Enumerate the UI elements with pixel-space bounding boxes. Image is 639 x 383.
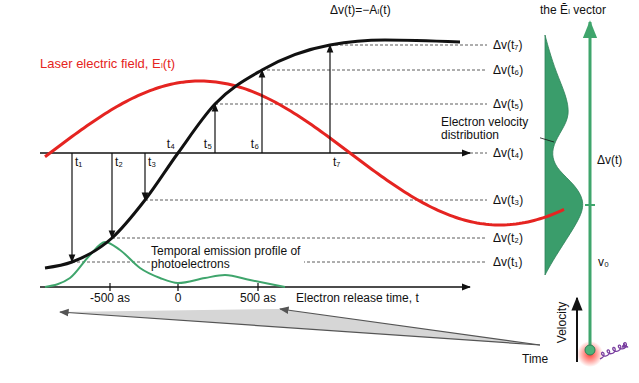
- emission-glow: [577, 341, 603, 367]
- field-curves: [45, 40, 564, 268]
- vector-potential-curve: [45, 40, 460, 268]
- delta-v-arrow: [214, 104, 215, 153]
- level-line: [112, 238, 487, 239]
- vector-part-label: v₀: [598, 256, 609, 269]
- velocity-axis-arrow: [576, 298, 578, 362]
- profile-label: Temporal emission profile of photoelectr…: [150, 245, 304, 271]
- tick-label: 500 as: [240, 292, 276, 305]
- vector-label: the Ēₗ vector: [540, 4, 606, 17]
- delta-v-arrow: [71, 153, 72, 262]
- distribution-label: Electron velocity distribution: [440, 116, 540, 142]
- distribution-shape: [545, 35, 583, 275]
- time-point: t₂: [115, 156, 123, 169]
- field-label: Laser electric field, Eₗ(t): [40, 56, 175, 71]
- time-point: t₆: [251, 138, 259, 151]
- velocity-level: Δv(t₇): [492, 39, 523, 52]
- release-time-axis: [40, 286, 470, 287]
- vector-part-label: Δv(t): [597, 154, 622, 167]
- level-line: [330, 45, 487, 46]
- electron-ball: [585, 345, 595, 355]
- time-point: t₅: [204, 138, 212, 151]
- time-axis: [40, 152, 470, 153]
- delta-v-arrow: [261, 70, 262, 153]
- velocity-vector-arrow: [589, 22, 592, 346]
- delta-v-arrow: [329, 45, 330, 153]
- axis-tick: [257, 283, 258, 291]
- time-point: t₁: [75, 156, 82, 169]
- tick-label: -500 as: [90, 292, 130, 305]
- wedge-edge: [60, 312, 540, 345]
- velocity-level: Δv(t₁): [492, 256, 523, 269]
- time-point: t₄: [167, 138, 175, 151]
- delta-v-arrows: [72, 45, 330, 262]
- level-line: [262, 70, 487, 71]
- velocity-level: Δv(t₄): [492, 147, 524, 160]
- xuv-pulse: [600, 343, 628, 359]
- velocity-level: Δv(t₅): [492, 98, 524, 111]
- time-wedge: [60, 309, 540, 345]
- curve-label: Δv(t)=−Aₗ(t): [330, 4, 391, 17]
- velocity-level: Δv(t₂): [492, 232, 524, 245]
- velocity-vector: [577, 22, 628, 367]
- level-line: [470, 153, 487, 154]
- velocity-distribution: [534, 35, 583, 275]
- axis-tick: [177, 283, 178, 291]
- axis-title: Time: [522, 353, 548, 366]
- velocity-level: Δv(t₆): [492, 64, 524, 77]
- delta-v-arrow: [111, 153, 112, 238]
- vector-split-tick: [585, 204, 595, 206]
- level-line: [215, 104, 487, 105]
- axis-title: Electron release time, t: [296, 292, 419, 305]
- time-point: t₇: [333, 156, 340, 169]
- velocity-level: Δv(t₃): [492, 194, 524, 207]
- wedge-fill: [60, 309, 540, 345]
- wedge-edge: [280, 309, 540, 345]
- laser-field-curve: [45, 81, 564, 225]
- level-line: [145, 200, 487, 201]
- delta-v-arrow: [144, 153, 145, 200]
- tick-label: 0: [175, 292, 182, 305]
- time-axes: [40, 153, 470, 291]
- axis-title: Velocity: [556, 301, 569, 342]
- axis-tick: [109, 283, 110, 291]
- time-point: t₃: [148, 156, 156, 169]
